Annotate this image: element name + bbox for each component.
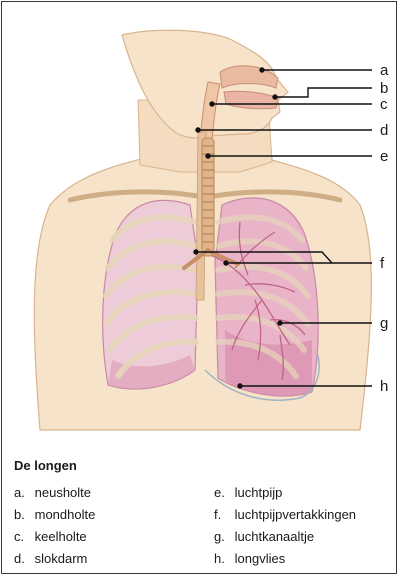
legend-item: d. slokdarm	[14, 548, 95, 570]
legend-item: c. keelholte	[14, 526, 95, 548]
legend-item: e. luchtpijp	[214, 482, 356, 504]
legend-key: f.	[214, 504, 231, 526]
legend-title: De longen	[14, 458, 77, 473]
legend-label: keelholte	[35, 529, 87, 544]
legend-label: luchtkanaaltje	[235, 529, 315, 544]
legend-key: b.	[14, 504, 31, 526]
legend-item: a. neusholte	[14, 482, 95, 504]
legend-column-right: e. luchtpijp f. luchtpijpvertakkingen g.…	[214, 482, 356, 570]
legend-key: a.	[14, 482, 31, 504]
callout-a: a	[380, 62, 389, 79]
legend-item: f. luchtpijpvertakkingen	[214, 504, 356, 526]
callout-h: h	[380, 378, 388, 395]
legend-label: longvlies	[235, 551, 286, 566]
callout-d: d	[380, 122, 388, 139]
callout-c: c	[380, 96, 388, 113]
legend-item: g. luchtkanaaltje	[214, 526, 356, 548]
callout-b: b	[380, 80, 388, 97]
lung-anatomy-illustration: a b c d e f g h	[0, 0, 400, 440]
legend-key: h.	[214, 548, 231, 570]
legend-label: neusholte	[35, 485, 91, 500]
callout-f: f	[380, 255, 385, 272]
legend-label: luchtpijp	[235, 485, 283, 500]
legend-key: e.	[214, 482, 231, 504]
legend-column-left: a. neusholte b. mondholte c. keelholte d…	[14, 482, 95, 570]
callout-e: e	[380, 148, 388, 165]
legend-key: g.	[214, 526, 231, 548]
legend-key: d.	[14, 548, 31, 570]
legend-label: luchtpijpvertakkingen	[235, 507, 356, 522]
legend-label: slokdarm	[35, 551, 88, 566]
legend-label: mondholte	[35, 507, 96, 522]
legend-item: h. longvlies	[214, 548, 356, 570]
callout-g: g	[380, 315, 388, 332]
legend-item: b. mondholte	[14, 504, 95, 526]
legend-key: c.	[14, 526, 31, 548]
